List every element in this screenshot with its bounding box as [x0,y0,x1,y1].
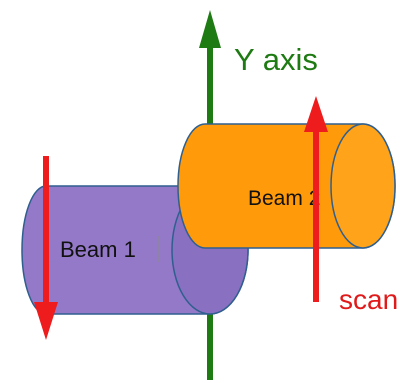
scan-arrow-down-head [34,302,58,340]
scan-arrow-down [34,156,58,340]
scan-arrow-up [304,96,328,302]
scan-arrow-up-head [304,96,328,132]
beam-2-end-cap [330,123,396,249]
beam-2-label: Beam 2 [248,187,320,210]
y-axis-label: Y axis [234,42,318,77]
beam-2-cylinder: Beam 2 [177,123,396,249]
beam-1-label: Beam 1 [60,237,136,262]
y-axis-arrow-head [199,10,221,48]
scan-label: scan [339,284,398,315]
